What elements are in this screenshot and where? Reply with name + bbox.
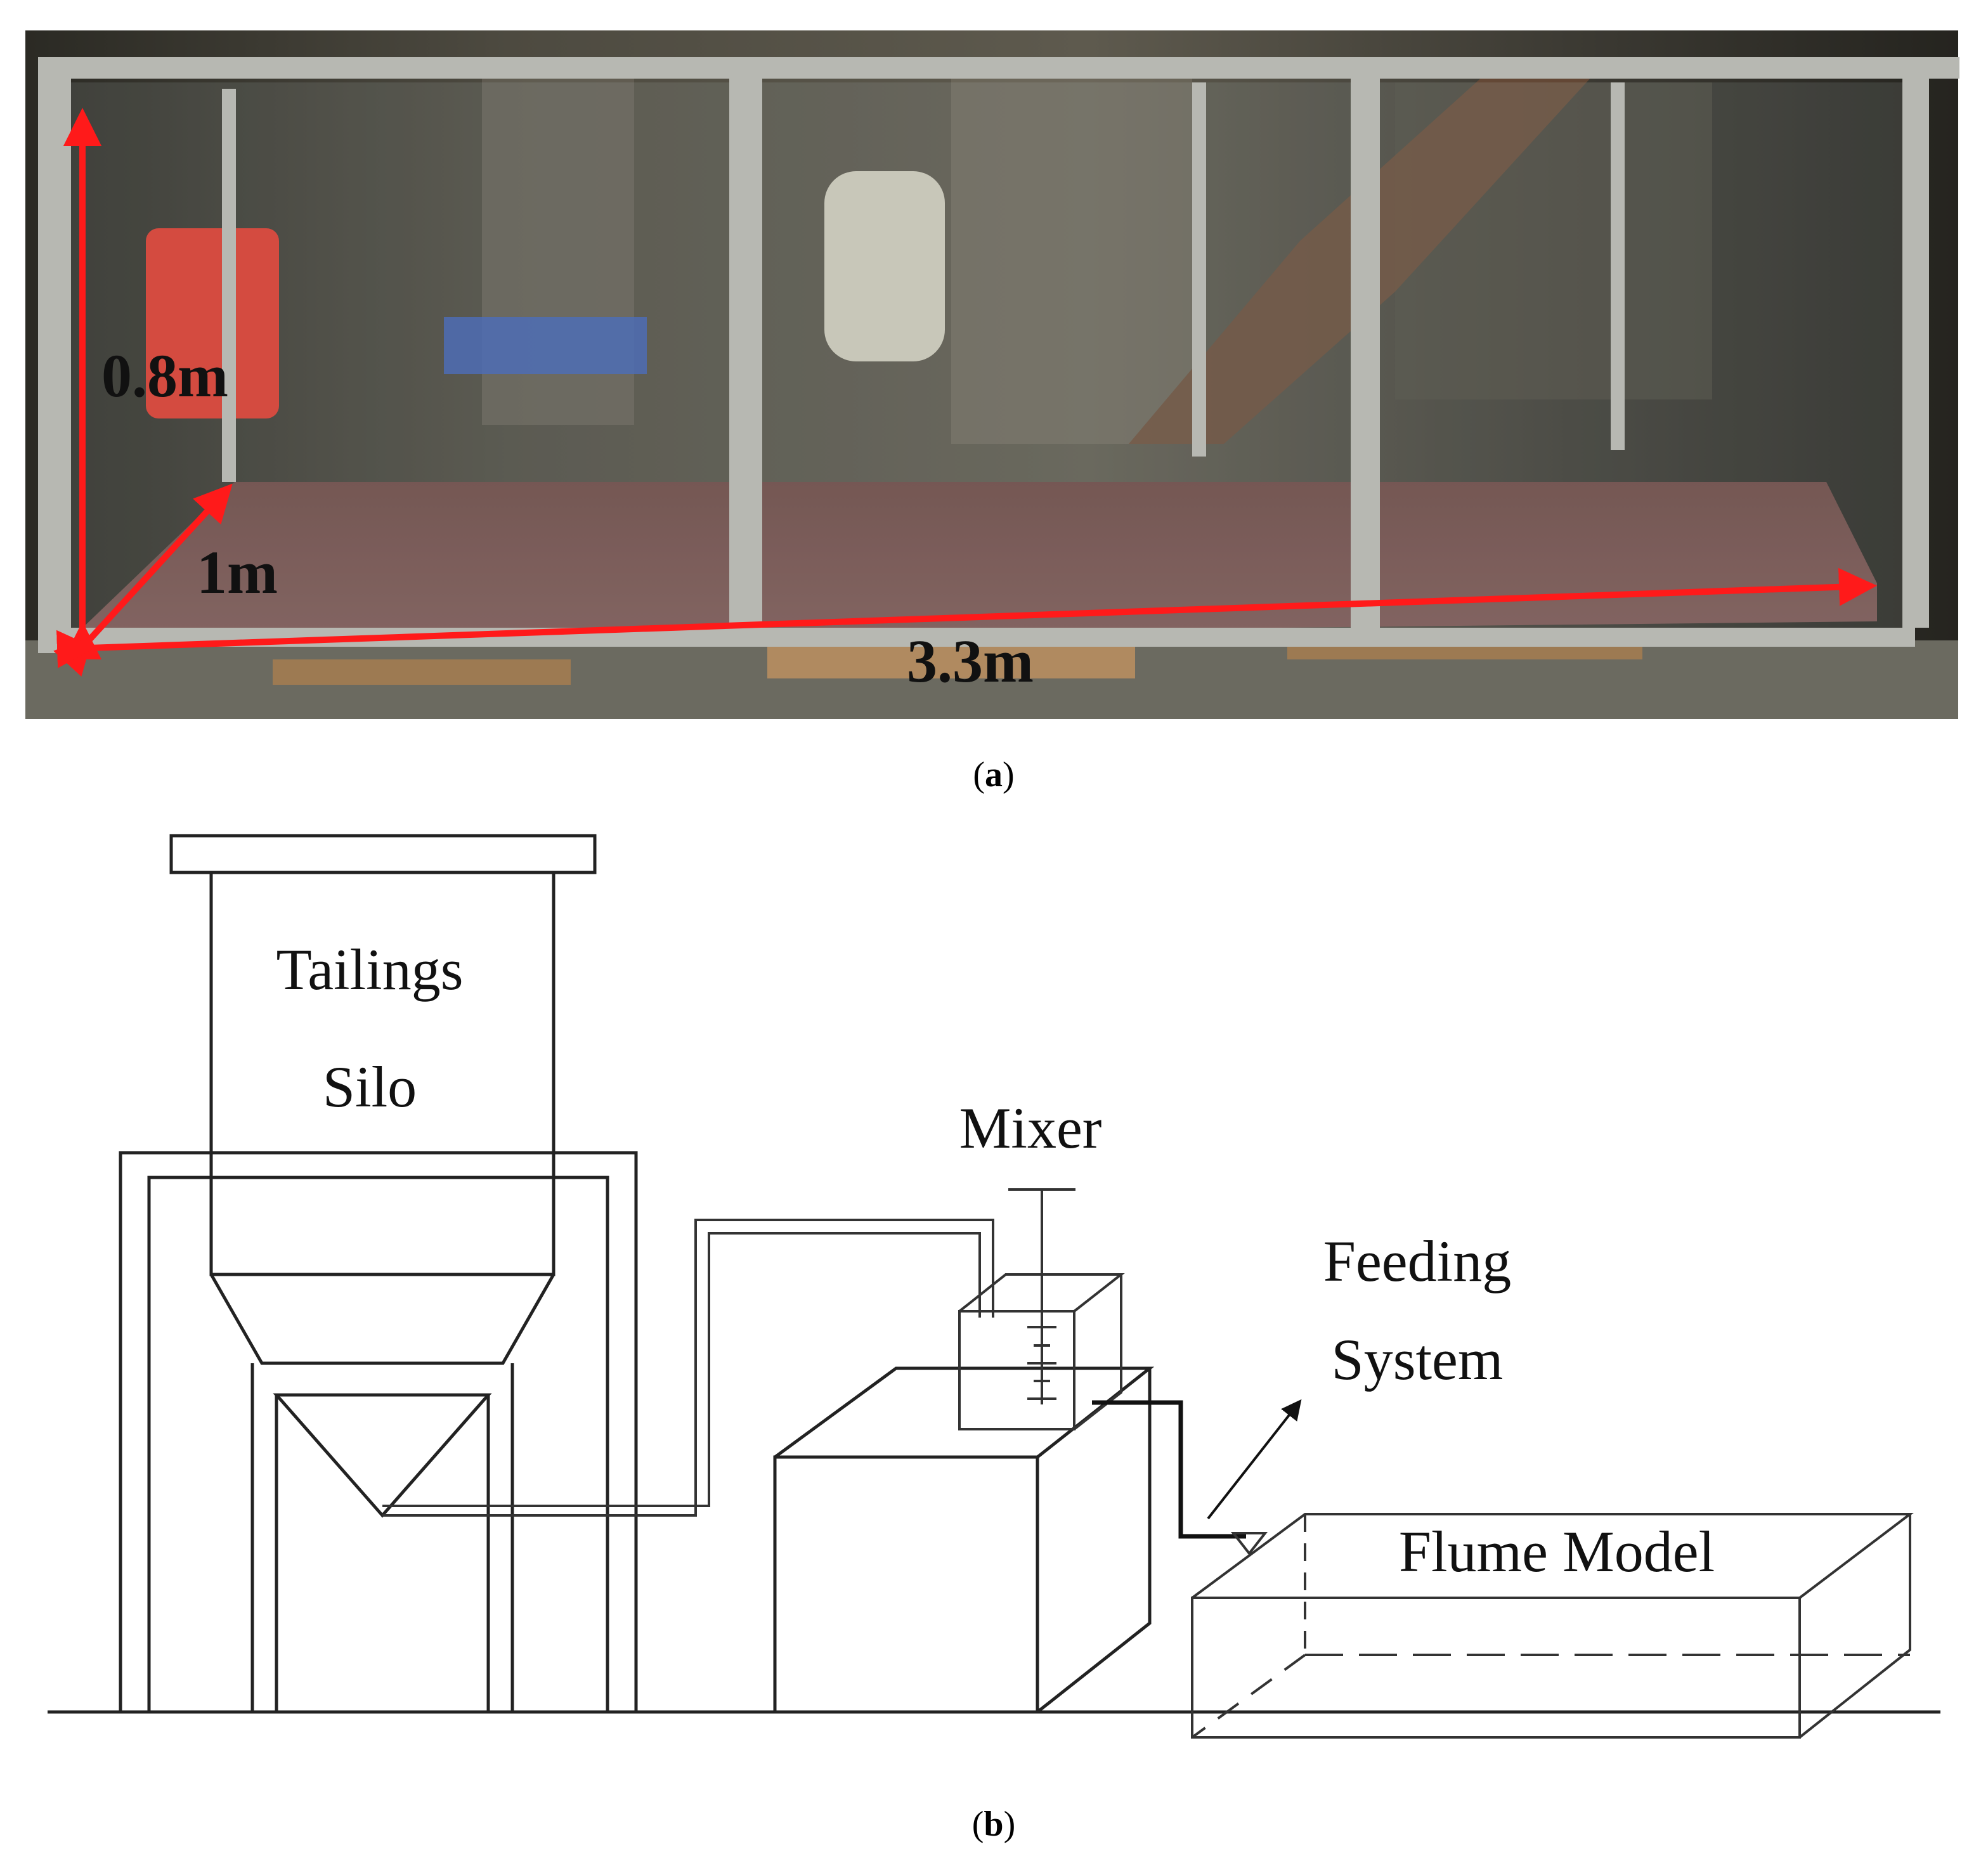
feeding-label-line1: Feeding [1323, 1229, 1511, 1293]
silo-lid [169, 834, 597, 874]
dimension-label-width: 1m [197, 538, 278, 606]
flume-model: Flume Model [1191, 1513, 1914, 1739]
feeding-label-line2: System [1332, 1327, 1504, 1392]
mixer-scale-marks [1027, 1326, 1056, 1400]
panel-b-diagram: Tailings Silo [48, 834, 1940, 1739]
feeding-arrow [1207, 1399, 1302, 1520]
caption-a: (a) [973, 755, 1014, 794]
flume-label: Flume Model [1399, 1519, 1715, 1584]
caption-b: (b) [972, 1805, 1015, 1844]
photo-glass-tint [70, 82, 1909, 640]
silo-label-line2: Silo [323, 1054, 417, 1119]
silo-hopper-funnel [273, 1393, 492, 1518]
tailings-silo: Tailings Silo [169, 834, 597, 1518]
outlet-funnel [1230, 1532, 1268, 1556]
mixer-label: Mixer [959, 1096, 1102, 1160]
photo-blue-scale [444, 317, 647, 374]
photo-wood-support [273, 659, 571, 685]
dimension-label-height: 0.8m [101, 342, 228, 410]
mixer-stand [773, 1366, 1155, 1714]
feed-pipe [382, 1219, 994, 1517]
panel-a-photo: 0.8m 1m 3.3m [25, 30, 1959, 719]
silo-cone [209, 1273, 555, 1365]
photo-white-barrel [824, 171, 945, 361]
photo-wall-patch [951, 63, 1192, 444]
photo-red-bucket [146, 228, 279, 418]
silo-label-line1: Tailings [276, 937, 463, 1002]
silo-body [209, 872, 555, 1276]
dimension-label-length: 3.3m [907, 627, 1034, 695]
silo-support-frame [119, 1151, 638, 1712]
mixer-tank: Mixer [958, 1096, 1125, 1430]
outlet-pipe [1092, 1400, 1246, 1539]
dimension-arrow-length [56, 567, 1877, 668]
